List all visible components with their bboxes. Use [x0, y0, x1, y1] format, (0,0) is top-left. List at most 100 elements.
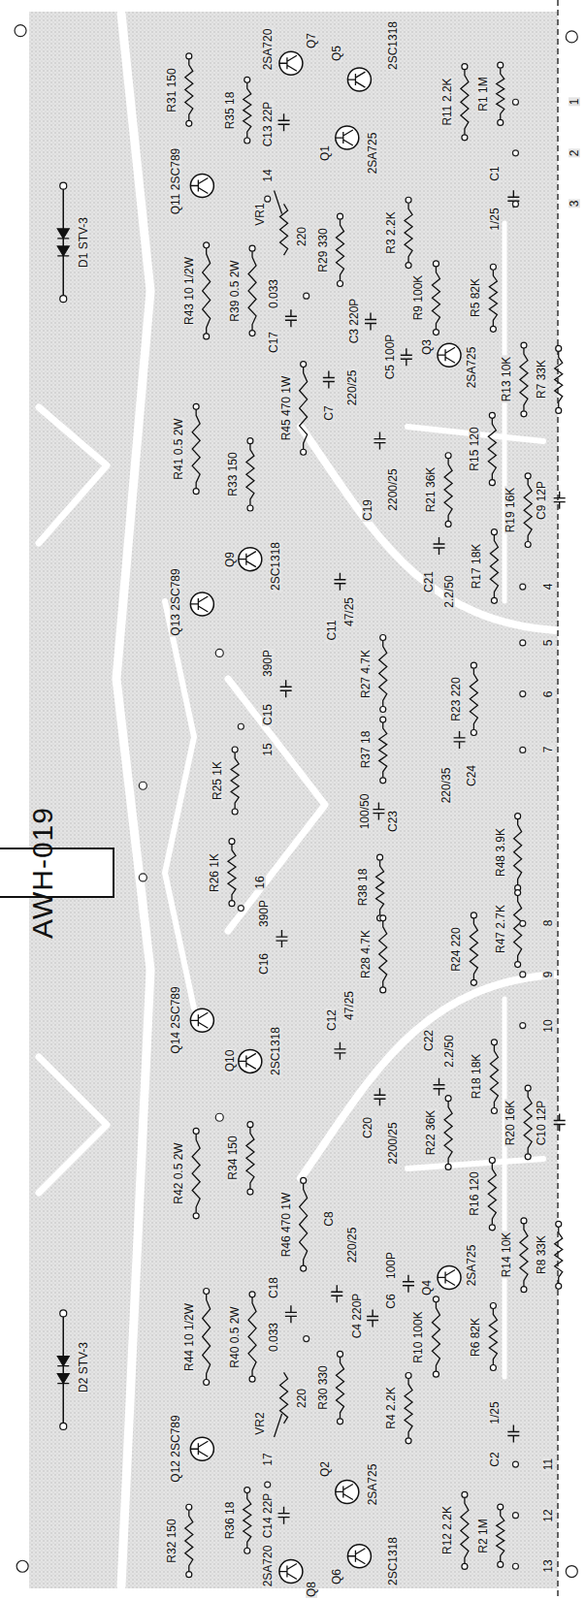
part-label: C22	[422, 1029, 435, 1053]
solder-pad	[488, 1157, 495, 1164]
part-label: R47 2.7K	[494, 904, 507, 955]
solder-pad	[203, 242, 210, 249]
part-label: R40 0.5 2W	[228, 1305, 241, 1369]
diode-lead	[62, 189, 65, 296]
solder-pad	[193, 403, 199, 410]
callout-number: 7	[542, 746, 554, 755]
solder-pad	[489, 1365, 496, 1372]
transistor-symbol	[238, 548, 262, 572]
capacitor-symbol	[278, 1507, 291, 1526]
part-label: D1 STV-3	[77, 216, 90, 269]
trimmer-arrow	[274, 190, 283, 214]
part-label: C11	[325, 619, 338, 643]
solder-pad	[247, 1189, 254, 1196]
resistor-symbol	[379, 921, 388, 988]
solder-pad	[300, 449, 307, 455]
solder-pad	[186, 53, 193, 60]
callout-number: 1	[568, 97, 581, 107]
mounting-hole	[520, 1023, 526, 1030]
part-label: R5 82K	[469, 277, 482, 319]
callout-number: 6	[542, 689, 554, 699]
mounting-hole	[14, 25, 27, 37]
resistor-symbol	[246, 444, 255, 506]
resistor-symbol	[460, 69, 469, 135]
capacitor-symbol	[364, 312, 377, 330]
resistor-symbol	[299, 1183, 308, 1267]
part-label: R20 16K	[504, 1099, 517, 1147]
part-label: Q7	[305, 32, 318, 50]
mounting-hole	[16, 1560, 29, 1573]
part-label: C12	[325, 1008, 338, 1033]
callout-number: 10	[542, 1018, 554, 1034]
solder-pad	[377, 854, 384, 861]
part-label: R19 16K	[504, 487, 517, 535]
diode-symbol	[57, 1357, 69, 1367]
solder-pad	[488, 480, 495, 487]
part-label: R6 82K	[469, 1316, 482, 1358]
mounting-hole	[520, 691, 526, 698]
capacitor-symbol	[323, 370, 335, 389]
capacitor-symbol	[278, 113, 291, 131]
resistor-symbol	[185, 1510, 194, 1572]
transistor-symbol	[190, 174, 214, 198]
solder-pad	[60, 182, 67, 190]
resistor-symbol	[336, 219, 345, 281]
part-label: 0.033	[267, 278, 280, 310]
solder-pad	[555, 407, 562, 414]
part-label: C2	[488, 1451, 501, 1468]
capacitor-symbol	[372, 803, 385, 821]
capacitor-symbol	[285, 309, 297, 327]
part-label: R48 3.9K	[494, 827, 507, 878]
solder-pad	[445, 453, 452, 459]
callout-number: 220	[295, 226, 308, 248]
transistor-leads	[190, 596, 208, 613]
capacitor-symbol	[366, 1310, 379, 1329]
capacitor-symbol	[373, 432, 386, 451]
solder-pad	[490, 529, 497, 536]
solder-pad	[524, 1085, 531, 1092]
solder-pad	[470, 912, 477, 919]
callout-number: 16	[254, 876, 266, 891]
part-label: R10 100K	[412, 1310, 424, 1365]
resistor-symbol	[496, 1510, 505, 1562]
callout-number: 11	[542, 1458, 554, 1472]
part-label: R22 36K	[424, 1109, 437, 1158]
part-label: 2.2/50	[443, 1034, 455, 1069]
solder-pad	[337, 1351, 344, 1358]
transistor-symbol	[279, 1560, 303, 1585]
mounting-hole	[512, 98, 519, 105]
part-label: Q12 2SC789	[169, 1415, 182, 1485]
part-label: 2SA725	[366, 130, 379, 175]
part-label: C7	[323, 405, 335, 423]
part-label: 1/25	[488, 1401, 501, 1427]
resistor-symbol	[487, 1163, 496, 1225]
resistor-symbol	[489, 1045, 498, 1109]
capacitor-symbol	[275, 930, 288, 948]
solder-pad	[470, 662, 477, 669]
part-label: 2SA720	[261, 27, 274, 71]
transistor-symbol	[437, 1266, 461, 1290]
solder-pad	[488, 1225, 495, 1232]
part-label: R23 220	[450, 676, 462, 722]
part-label: R38 18	[357, 868, 369, 909]
capacitor-symbol	[373, 1088, 386, 1106]
solder-pad	[461, 134, 468, 141]
part-label: 0.033	[267, 1321, 280, 1353]
solder-pad	[186, 1504, 193, 1511]
solder-pad	[231, 809, 238, 815]
part-label: R8 33K	[535, 1235, 548, 1276]
solder-pad	[405, 1372, 412, 1379]
transistor-symbol	[347, 67, 371, 92]
solder-pad	[244, 76, 251, 83]
capacitor-symbol	[330, 1285, 343, 1303]
solder-pad	[490, 597, 497, 604]
solder-pad	[490, 1040, 497, 1046]
part-label: R11 2.2K	[441, 77, 454, 128]
solder-pad	[203, 333, 210, 340]
resistor-symbol	[243, 1494, 252, 1550]
solder-pad	[247, 1122, 254, 1129]
solder-pad	[497, 119, 504, 126]
callout-number: 3	[568, 199, 581, 209]
part-label: Q4	[421, 1279, 433, 1298]
resistor-symbol	[431, 1302, 440, 1372]
